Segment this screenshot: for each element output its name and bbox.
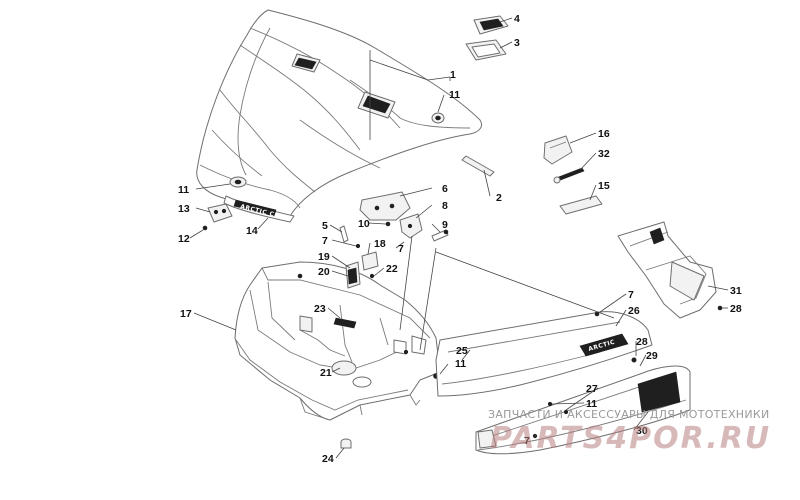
drain-plug <box>340 438 352 449</box>
callout-24: 24 <box>322 453 334 465</box>
hinge-brackets <box>339 191 449 243</box>
callout-16: 16 <box>598 128 610 140</box>
side-panel-lower <box>475 357 691 455</box>
callout-32: 32 <box>598 148 610 160</box>
callout-22: 22 <box>386 263 398 275</box>
callout-7-upper: 7 <box>322 235 328 247</box>
latch-parts-center <box>345 243 379 289</box>
callout-3: 3 <box>514 37 520 49</box>
callout-9: 9 <box>442 219 448 231</box>
callout-2: 2 <box>496 192 502 204</box>
callout-25: 25 <box>456 345 468 357</box>
callout-18: 18 <box>374 238 386 250</box>
storage-tub <box>234 261 441 421</box>
small-parts-right <box>461 135 603 215</box>
callout-30: 30 <box>636 425 648 437</box>
latch-parts-left <box>202 203 233 231</box>
callout-11-tub: 11 <box>455 358 466 370</box>
callout-6: 6 <box>442 183 448 195</box>
front-side-panel <box>617 221 723 319</box>
watermark-subtitle: ЗАПЧАСТИ И АКСЕССУАРЫ ДЛЯ МОТОТЕХНИКИ <box>488 408 770 421</box>
leader-lines <box>189 17 729 459</box>
vent-parts <box>465 15 509 61</box>
side-panel-upper: ARCTIC <box>435 311 653 397</box>
callout-11-panel: 11 <box>586 398 597 410</box>
callout-28-front: 28 <box>730 303 742 315</box>
callout-20: 20 <box>318 266 330 278</box>
callout-26: 26 <box>628 305 640 317</box>
callout-7-bracket: 7 <box>398 243 404 255</box>
callout-28-panel: 28 <box>636 336 648 348</box>
callout-14: 14 <box>246 225 258 237</box>
callout-31: 31 <box>730 285 742 297</box>
watermark: ЗАПЧАСТИ И АКСЕССУАРЫ ДЛЯ МОТОТЕХНИКИ PA… <box>488 408 771 456</box>
callout-8: 8 <box>442 200 448 212</box>
callout-7-lower: 7 <box>524 435 530 447</box>
hood-part: ARCTIC CAT <box>196 9 483 223</box>
callout-17: 17 <box>180 308 192 320</box>
callout-13: 13 <box>178 203 190 215</box>
callout-12: 12 <box>178 233 190 245</box>
callout-21: 21 <box>320 367 332 379</box>
watermark-logo: PARTS4POR.RU <box>490 421 771 456</box>
callout-10: 10 <box>358 218 370 230</box>
callout-5: 5 <box>322 220 328 232</box>
callout-15: 15 <box>598 180 610 192</box>
callout-23: 23 <box>314 303 326 315</box>
callout-labels: 1 2 3 4 5 6 7 7 7 7 8 9 10 11 11 11 11 1… <box>178 13 742 465</box>
callout-11-hood-left: 11 <box>178 184 189 196</box>
callout-7-panel: 7 <box>628 289 634 301</box>
callout-11-hood-right: 11 <box>449 89 460 101</box>
callout-1: 1 <box>450 69 456 81</box>
callout-27: 27 <box>586 383 598 395</box>
callout-29: 29 <box>646 350 658 362</box>
callout-19: 19 <box>318 251 330 263</box>
callout-4: 4 <box>514 13 520 25</box>
